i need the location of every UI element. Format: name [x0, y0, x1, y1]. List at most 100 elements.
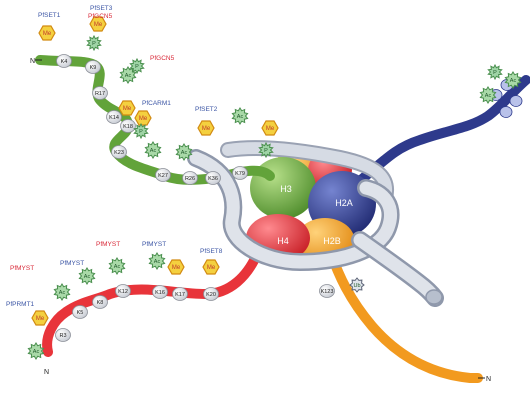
me-mark-label: Me	[172, 265, 181, 271]
ac-mark: Ac	[480, 87, 495, 103]
residue-k17: K17	[173, 288, 188, 301]
ac-mark-label: Ac	[150, 148, 157, 154]
residue-label-k20: K20	[206, 292, 216, 298]
ac-mark-label: Ac	[181, 150, 188, 156]
residue-label-k9: K9	[90, 65, 97, 71]
ac-mark-label: Ac	[237, 114, 244, 120]
residue-r26: R26	[183, 172, 198, 185]
residue-label-k17: K17	[175, 292, 185, 298]
p-mark: P	[134, 124, 147, 138]
me-mark: Me	[198, 121, 214, 135]
p-mark: P	[87, 36, 100, 50]
residue-k20: K20	[204, 288, 219, 301]
residue-label-r26: R26	[185, 176, 195, 182]
me-mark-label: Me	[123, 106, 132, 112]
ac-mark: Ac	[79, 268, 94, 284]
ub-mark: Ub	[350, 278, 364, 292]
enzyme-label-pfgcn5_mid: PfGCN5	[150, 55, 175, 62]
me-mark: Me	[203, 260, 219, 274]
enzyme-label-pfmyst_3: PfMYST	[96, 241, 120, 248]
enzyme-label-pfset1: PfSET1	[38, 12, 61, 19]
residue-label-k16: K16	[155, 290, 165, 296]
ac-mark-label: Ac	[59, 290, 66, 296]
p-mark: P	[488, 65, 501, 79]
residue-k4: K4	[57, 55, 72, 68]
h2a-tail-residue-bead	[510, 96, 522, 107]
enzyme-label-pfmyst_4: PfMYST	[142, 241, 166, 248]
ac-mark: Ac	[109, 258, 124, 274]
ac-mark: Ac	[28, 343, 43, 359]
enzyme-label-pfset3: PfSET3	[90, 5, 113, 12]
ac-mark-label: Ac	[154, 259, 161, 265]
me-mark-label: Me	[207, 265, 216, 271]
p-mark-label: P	[92, 41, 96, 47]
me-mark: Me	[39, 26, 55, 40]
h2a-label: H2A	[335, 198, 353, 208]
residue-k5: K5	[73, 306, 88, 319]
h4-n-terminus: N	[44, 369, 49, 376]
enzyme-label-pfmyst_2: PfMYST	[60, 260, 84, 267]
residue-k12: K12	[116, 285, 131, 298]
residue-label-r17: R17	[95, 91, 105, 97]
residue-r3: R3	[56, 329, 71, 342]
me-mark: Me	[32, 311, 48, 325]
residue-k27: K27	[156, 169, 171, 182]
ac-mark-label: Ac	[125, 73, 132, 79]
residue-label-k14: K14	[109, 115, 119, 121]
residue-label-k23: K23	[114, 150, 124, 156]
enzyme-label-pfset8: PfSET8	[200, 248, 223, 255]
me-mark-label: Me	[36, 316, 45, 322]
residue-label-k79: K79	[235, 171, 245, 177]
residue-k18: K18	[121, 120, 136, 133]
ac-mark: Ac	[149, 253, 164, 269]
residue-label-k12: K12	[118, 289, 128, 295]
p-mark-label: P	[135, 64, 139, 70]
residue-label-k27: K27	[158, 173, 168, 179]
residue-label-k18: K18	[123, 124, 133, 130]
p-mark-label: P	[264, 148, 268, 154]
ac-mark-label: Ac	[84, 274, 91, 280]
ac-mark: Ac	[145, 142, 160, 158]
h3-label: H3	[280, 184, 292, 194]
me-mark-label: Me	[94, 22, 103, 28]
enzyme-label-pfset2: PfSET2	[195, 106, 218, 113]
h2a-tail-residue-bead	[500, 107, 512, 118]
residue-label-k36: K36	[208, 176, 218, 182]
p-mark-label: P	[139, 129, 143, 135]
h2b-n-terminus: N	[486, 376, 491, 383]
ac-mark-label: Ac	[485, 93, 492, 99]
me-mark-label: Me	[139, 116, 148, 122]
dna-end	[426, 290, 442, 304]
residue-k123: K123	[320, 285, 335, 298]
residue-k9: K9	[86, 61, 101, 74]
residue-r17: R17	[93, 87, 108, 100]
h4-label: H4	[277, 236, 289, 246]
ac-mark-label: Ac	[510, 78, 517, 84]
residue-k16: K16	[153, 286, 168, 299]
h3-n-terminus: N	[30, 58, 35, 65]
residue-label-k123: K123	[321, 289, 334, 295]
residue-k8: K8	[93, 296, 108, 309]
me-mark: Me	[119, 101, 135, 115]
residue-label-k4: K4	[61, 59, 68, 65]
me-mark-label: Me	[266, 126, 275, 132]
residue-k79: K79	[233, 167, 248, 180]
ac-mark-label: Ac	[33, 349, 40, 355]
me-mark-label: Me	[43, 31, 52, 37]
residue-label-k8: K8	[97, 300, 104, 306]
residue-label-k5: K5	[77, 310, 84, 316]
me-mark-label: Me	[202, 126, 211, 132]
ac-mark: Ac	[232, 108, 247, 124]
me-mark: Me	[135, 111, 151, 125]
enzyme-label-pfgcn5_top: PfGCN5	[88, 13, 113, 20]
residue-k36: K36	[206, 172, 221, 185]
ac-mark-label: Ac	[114, 264, 121, 270]
me-mark: Me	[168, 260, 184, 274]
enzyme-label-pfprmt1: PfPRMT1	[6, 301, 35, 308]
ub-mark-label: Ub	[353, 283, 360, 289]
residue-k14: K14	[107, 111, 122, 124]
residue-k23: K23	[112, 146, 127, 159]
me-mark: Me	[262, 121, 278, 135]
